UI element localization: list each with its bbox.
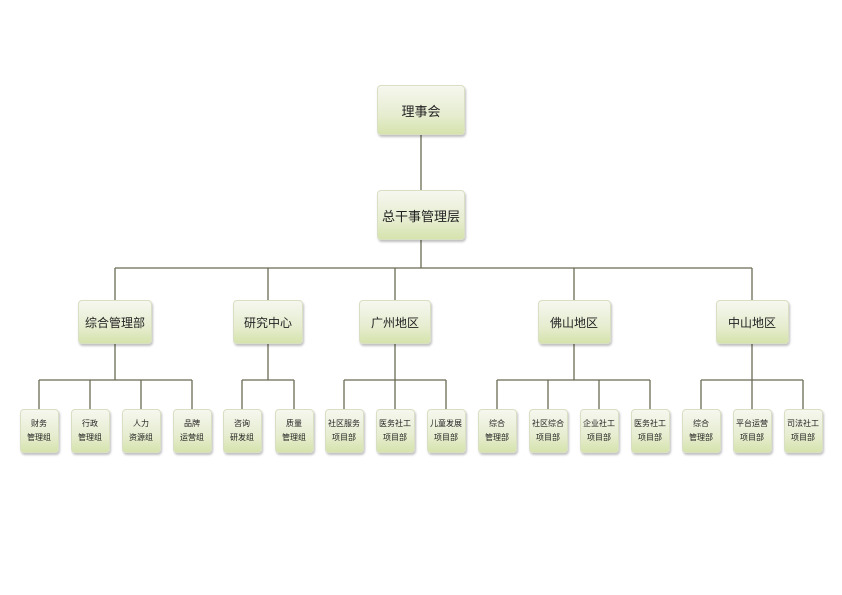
org-node-management[interactable]: 总干事管理层: [377, 190, 465, 240]
org-node-board[interactable]: 理事会: [377, 85, 465, 135]
org-node-team[interactable]: 企业社工 项目部: [579, 409, 619, 453]
org-node-team[interactable]: 儿童发展 项目部: [426, 409, 466, 453]
org-node-department[interactable]: 广州地区: [359, 300, 431, 344]
org-node-department[interactable]: 中山地区: [715, 300, 789, 344]
org-node-team[interactable]: 社区综合 项目部: [528, 409, 568, 453]
org-node-team[interactable]: 质量 管理组: [274, 409, 314, 453]
org-node-department[interactable]: 佛山地区: [537, 300, 611, 344]
org-node-department[interactable]: 综合管理部: [78, 300, 152, 344]
org-node-team[interactable]: 咨询 研发组: [222, 409, 262, 453]
org-node-team[interactable]: 医务社工 项目部: [630, 409, 670, 453]
org-node-team[interactable]: 综合 管理部: [681, 409, 721, 453]
org-node-team[interactable]: 行政 管理组: [70, 409, 110, 453]
org-node-department[interactable]: 研究中心: [233, 300, 303, 344]
org-node-team[interactable]: 综合 管理部: [477, 409, 517, 453]
org-node-team[interactable]: 平台运营 项目部: [732, 409, 772, 453]
org-node-team[interactable]: 品牌 运营组: [172, 409, 212, 453]
org-node-team[interactable]: 医务社工 项目部: [375, 409, 415, 453]
org-node-team[interactable]: 人力 资源组: [121, 409, 161, 453]
org-node-team[interactable]: 司法社工 项目部: [783, 409, 823, 453]
org-node-team[interactable]: 社区服务 项目部: [324, 409, 364, 453]
org-node-team[interactable]: 财务 管理组: [19, 409, 59, 453]
